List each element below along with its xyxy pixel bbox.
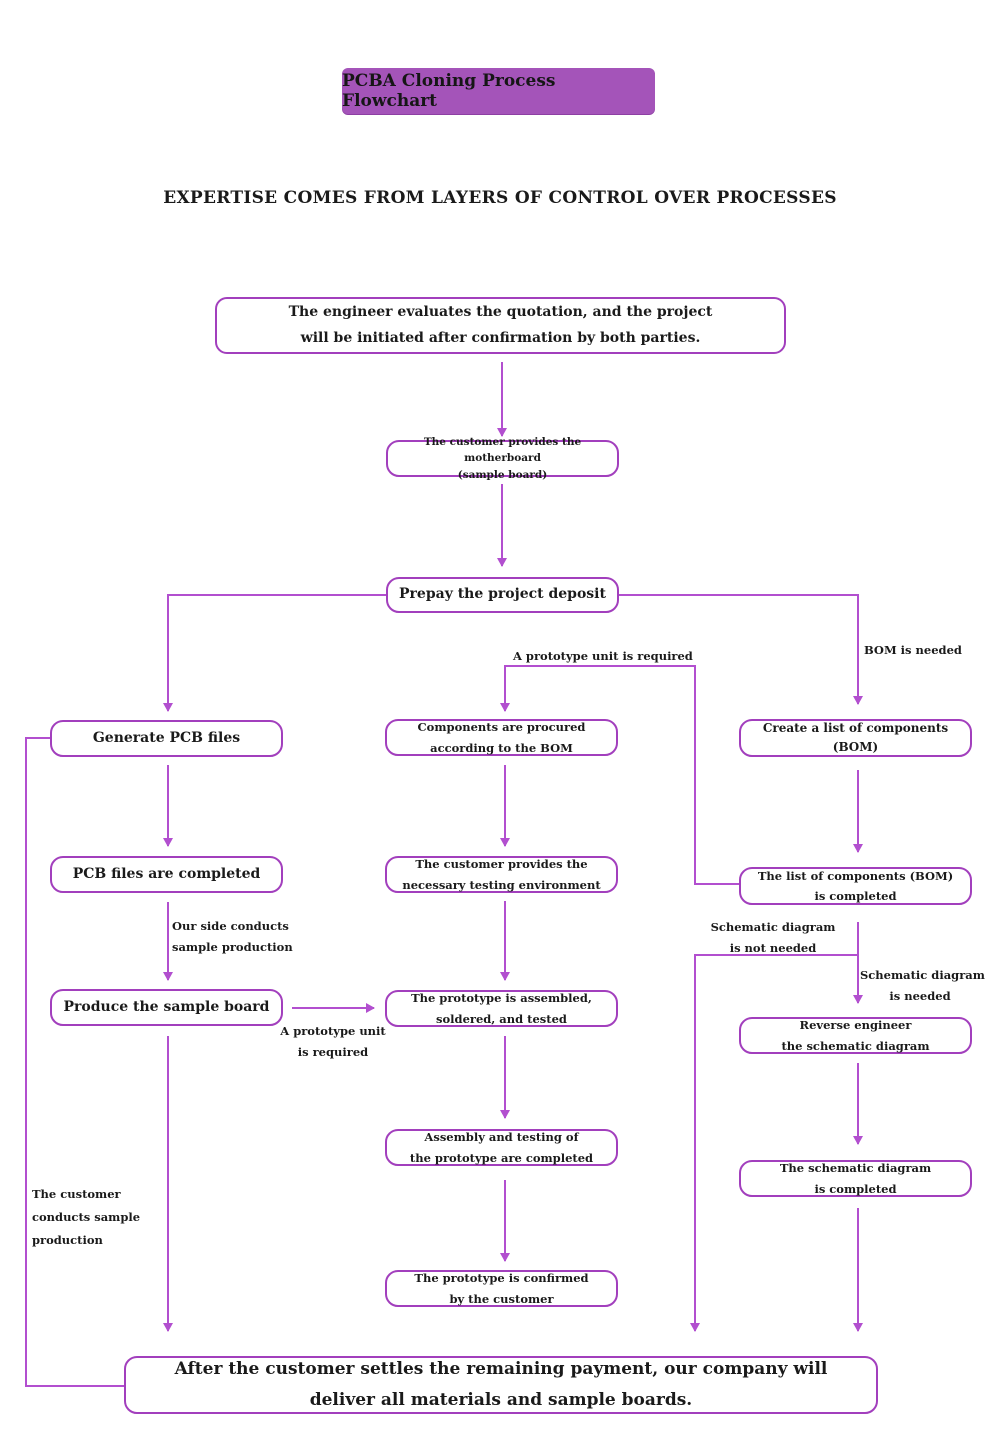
node-final-delivery: After the customer settles the remaining… [124,1356,878,1414]
node-generate-pcb: Generate PCB files [50,720,283,757]
node-prototype-assembled: The prototype is assembled,soldered, and… [385,990,618,1027]
node-bom-completed: The list of components (BOM)is completed [739,867,972,905]
label-our-side-sample: Our side conducts sample production [172,919,293,954]
label-prototype-required-mid: A prototype unit is required [280,1024,386,1059]
label-schematic-not-needed: Schematic diagram is not needed [710,920,836,955]
label-prototype-required-top: A prototype unit is required [513,649,693,663]
label-bom-needed: BOM is needed [864,643,962,657]
node-customer-motherboard: The customer provides the motherboard(sa… [386,436,619,481]
arrow-deposit-to-create-bom [619,594,863,705]
node-evaluate-quotation: The engineer evaluates the quotation, an… [215,297,786,354]
node-create-bom: Create a list of components (BOM) [739,719,972,757]
node-prepay-deposit: Prepay the project deposit [386,577,619,613]
label-customer-sample-production: The customer conducts sample production [32,1187,141,1247]
flowchart-subtitle: EXPERTISE COMES FROM LAYERS OF CONTROL O… [163,188,837,208]
arrow-schematic-not-needed [690,954,858,1332]
node-produce-sample: Produce the sample board [50,989,283,1026]
arrow-deposit-to-generate-pcb [163,594,386,712]
line-customer-sample-loop [25,737,124,1387]
node-pcb-completed: PCB files are completed [50,856,283,893]
flowchart-title: PCBA Cloning Process Flowchart [342,68,655,114]
arrow-bom-to-components [500,665,739,885]
label-schematic-needed: Schematic diagram is needed [860,968,985,1003]
